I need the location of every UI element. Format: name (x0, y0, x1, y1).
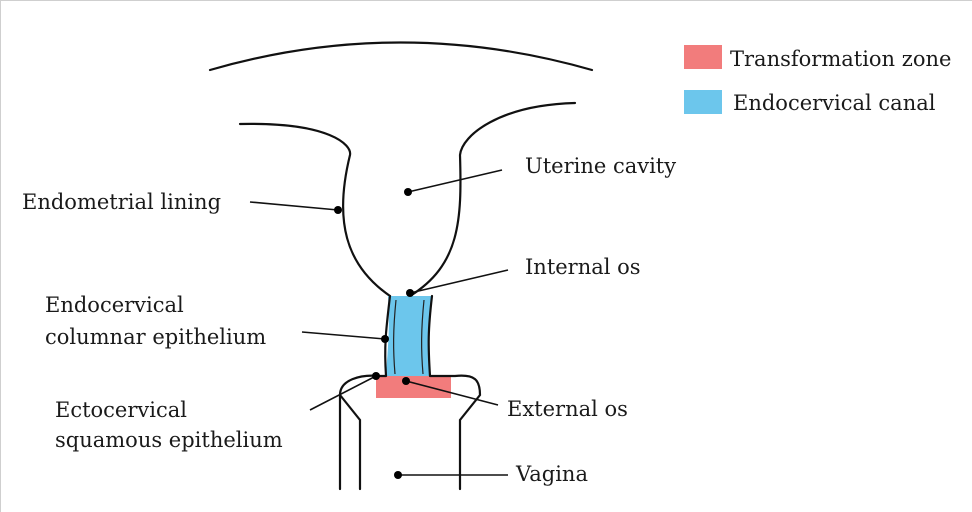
leader-endocervical-epithelium (302, 332, 385, 339)
legend-swatch-transformation-zone (684, 45, 722, 69)
uterine-wall-left (240, 124, 390, 296)
dot-endocervical-epithelium (381, 335, 389, 343)
uterus-fundus-arc (210, 43, 592, 71)
label-ectocervical-line1: Ectocervical (55, 398, 187, 422)
leader-internal-os (410, 270, 508, 293)
endocervical-canal-region (386, 296, 432, 376)
label-external-os: External os (507, 397, 628, 421)
leader-uterine-cavity (408, 170, 502, 192)
label-internal-os: Internal os (525, 255, 641, 279)
label-vagina: Vagina (515, 462, 588, 486)
dot-internal-os (406, 289, 414, 297)
label-ectocervical-line2: squamous epithelium (55, 428, 283, 452)
label-endocervical-line1: Endocervical (45, 293, 184, 317)
label-endocervical-line2: columnar epithelium (45, 325, 266, 349)
legend-label-transformation-zone: Transformation zone (730, 47, 951, 71)
transformation-zone-region (376, 376, 451, 398)
vagina-left-wall (340, 395, 360, 489)
label-uterine-cavity: Uterine cavity (525, 154, 676, 178)
label-endometrial-lining: Endometrial lining (22, 190, 221, 214)
dot-vagina (394, 471, 402, 479)
dot-external-os (402, 377, 410, 385)
dot-uterine-cavity (404, 188, 412, 196)
legend-swatch-endocervical-canal (684, 90, 722, 114)
legend-label-endocervical-canal: Endocervical canal (733, 91, 936, 115)
leader-endometrial-lining (250, 202, 338, 210)
dot-endometrial-lining (334, 206, 342, 214)
dot-ectocervical-epithelium (372, 372, 380, 380)
leader-ectocervical-epithelium (310, 376, 376, 410)
